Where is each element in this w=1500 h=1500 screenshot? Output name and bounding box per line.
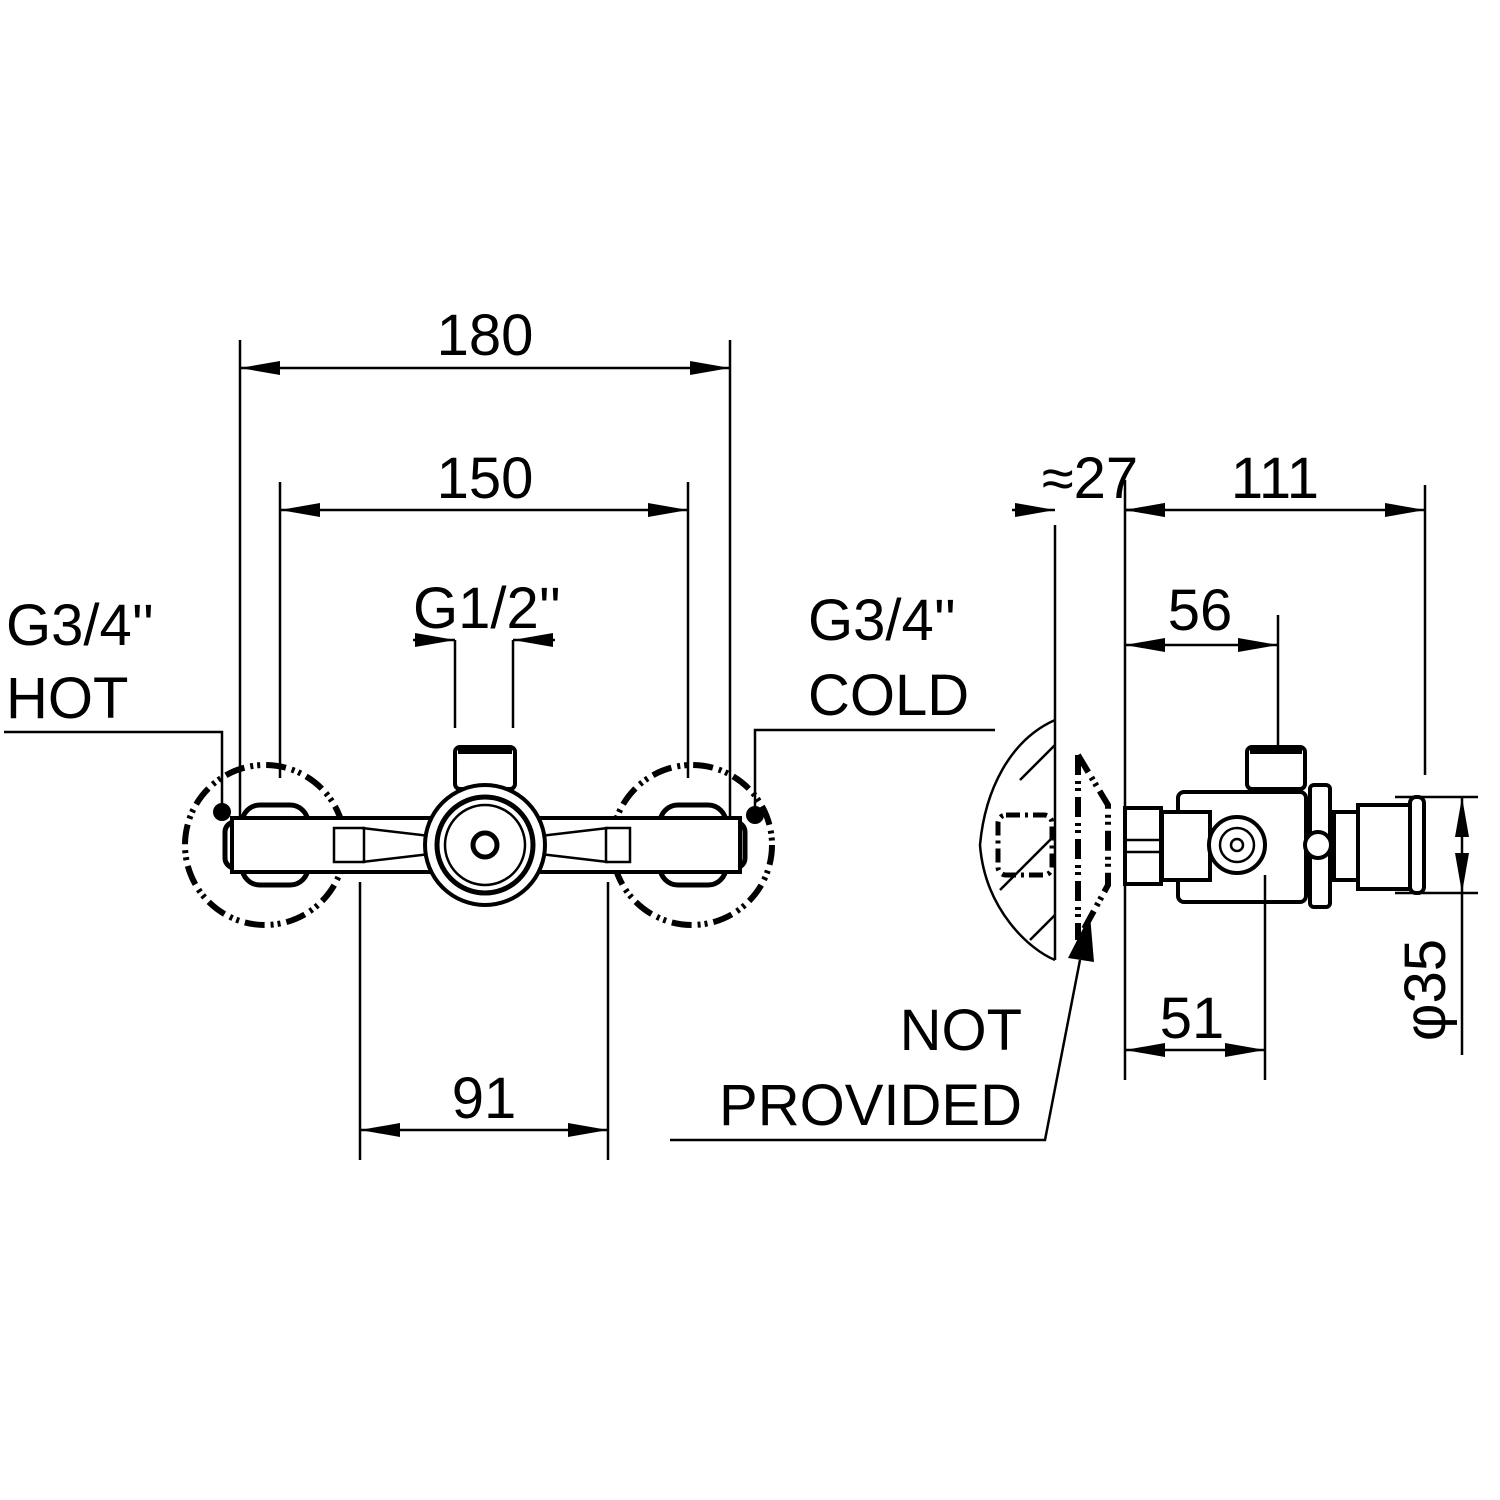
dim-150-label: 150 xyxy=(437,446,534,511)
note-provided: PROVIDED xyxy=(719,1073,1022,1138)
cold-label: COLD xyxy=(808,663,969,728)
dimension-91: 91 xyxy=(358,882,610,1160)
wall-section xyxy=(978,525,1057,962)
dimension-diameter-35: φ35 xyxy=(1393,795,1478,1055)
hot-inlet-callout: G3/4'' HOT xyxy=(4,593,231,821)
dimension-180: 180 xyxy=(238,303,732,820)
dimension-27-111: ≈27 111 xyxy=(1012,446,1427,1080)
dim-91-label: 91 xyxy=(452,1066,517,1131)
cold-thread-label: G3/4'' xyxy=(808,588,956,653)
side-view: ≈27 111 56 xyxy=(670,446,1478,1142)
dim-51-label: 51 xyxy=(1160,986,1225,1051)
note-not: NOT xyxy=(900,998,1022,1063)
cold-escutcheon-dashed xyxy=(609,762,775,928)
dimension-150: 150 xyxy=(278,446,690,778)
front-view: 180 150 G1/2'' G3/4'' HOT G3/4'' C xyxy=(4,303,995,1160)
mixer-side-body xyxy=(1123,745,1426,909)
dim-diameter-label: φ35 xyxy=(1393,939,1458,1041)
dimension-56: 56 xyxy=(1125,578,1280,745)
cold-inlet-callout: G3/4'' COLD xyxy=(746,588,995,824)
hot-thread-label: G3/4'' xyxy=(6,593,154,658)
control-knob[interactable] xyxy=(423,783,547,907)
hot-label: HOT xyxy=(6,666,128,731)
dimension-outlet-thread: G1/2'' xyxy=(413,576,561,728)
dim-111-label: 111 xyxy=(1231,446,1319,511)
dim-56-label: 56 xyxy=(1168,578,1233,643)
dim-27-label: ≈27 xyxy=(1042,446,1138,511)
rosette-not-provided xyxy=(1075,753,1111,942)
dimension-51: 51 xyxy=(1125,875,1267,1080)
outlet-thread-label: G1/2'' xyxy=(413,576,561,641)
not-provided-callout: NOT PROVIDED xyxy=(670,915,1094,1142)
dim-180-label: 180 xyxy=(437,303,534,368)
